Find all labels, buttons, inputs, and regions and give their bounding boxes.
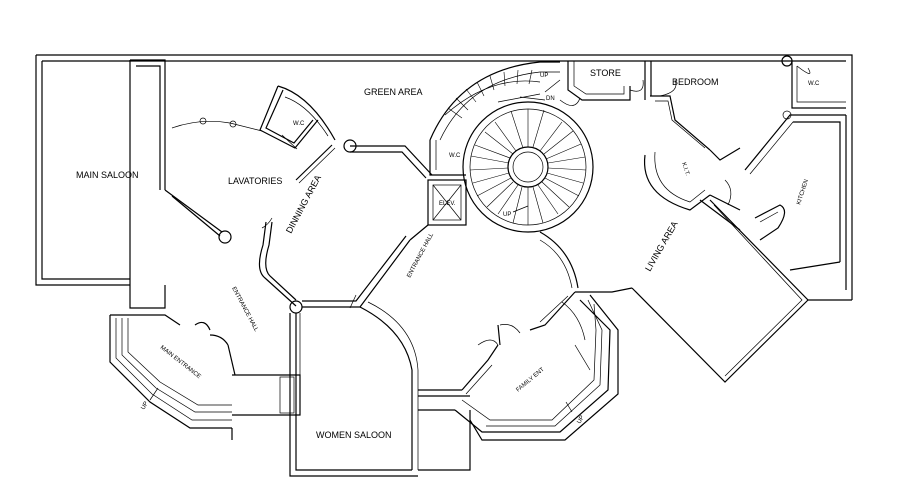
marker-up-top: UP	[540, 73, 548, 79]
marker-up-family: UP	[577, 415, 586, 425]
main-entrance-walls	[109, 314, 301, 440]
label-kitchen: KITCHEN	[796, 179, 810, 206]
label-kit: K.I.T.	[680, 162, 690, 177]
label-green-area: GREEN AREA	[364, 87, 423, 97]
arrow-up-stair	[512, 205, 529, 213]
spiral-staircase	[429, 61, 594, 233]
marker-up-main: UP	[141, 401, 150, 411]
label-wc-top: W.C	[808, 81, 820, 87]
label-lavatories: LAVATORIES	[228, 176, 282, 186]
label-main-entrance: MAIN ENTRANCE	[159, 345, 202, 380]
label-wc-lav: W.C	[293, 121, 305, 127]
dining-walls	[258, 145, 467, 314]
label-elev: ELEV.	[439, 201, 456, 207]
label-family-ent: FAMILY ENT	[515, 367, 546, 394]
label-wc-stair: W.C	[449, 153, 461, 159]
family-entrance-walls	[418, 291, 619, 471]
arrow-up-family	[565, 401, 573, 413]
lavatories-walls	[164, 85, 357, 244]
label-entrance-hall-left: ENTRANCE HALL	[230, 286, 259, 333]
kitchen-walls	[699, 115, 847, 290]
living-walls	[575, 151, 809, 383]
women-saloon-walls	[289, 313, 418, 477]
marker-dn-top: DN	[546, 96, 555, 102]
label-living-area: LIVING AREA	[643, 219, 680, 273]
label-store: STORE	[590, 68, 621, 78]
label-dinning-area: DINNING AREA	[284, 173, 323, 235]
label-main-saloon: MAIN SALOON	[76, 170, 139, 180]
entrance-hall-curve	[359, 231, 579, 470]
marker-up-stair: UP	[503, 212, 511, 218]
label-bedroom: BEDROOM	[672, 77, 719, 87]
stair-markers: UP UP DN UP UP	[141, 73, 586, 425]
outer-walls	[35, 54, 853, 301]
main-saloon-walls	[129, 59, 166, 309]
label-women-saloon: WOMEN SALOON	[316, 430, 392, 440]
arrow-up-main	[149, 387, 159, 401]
